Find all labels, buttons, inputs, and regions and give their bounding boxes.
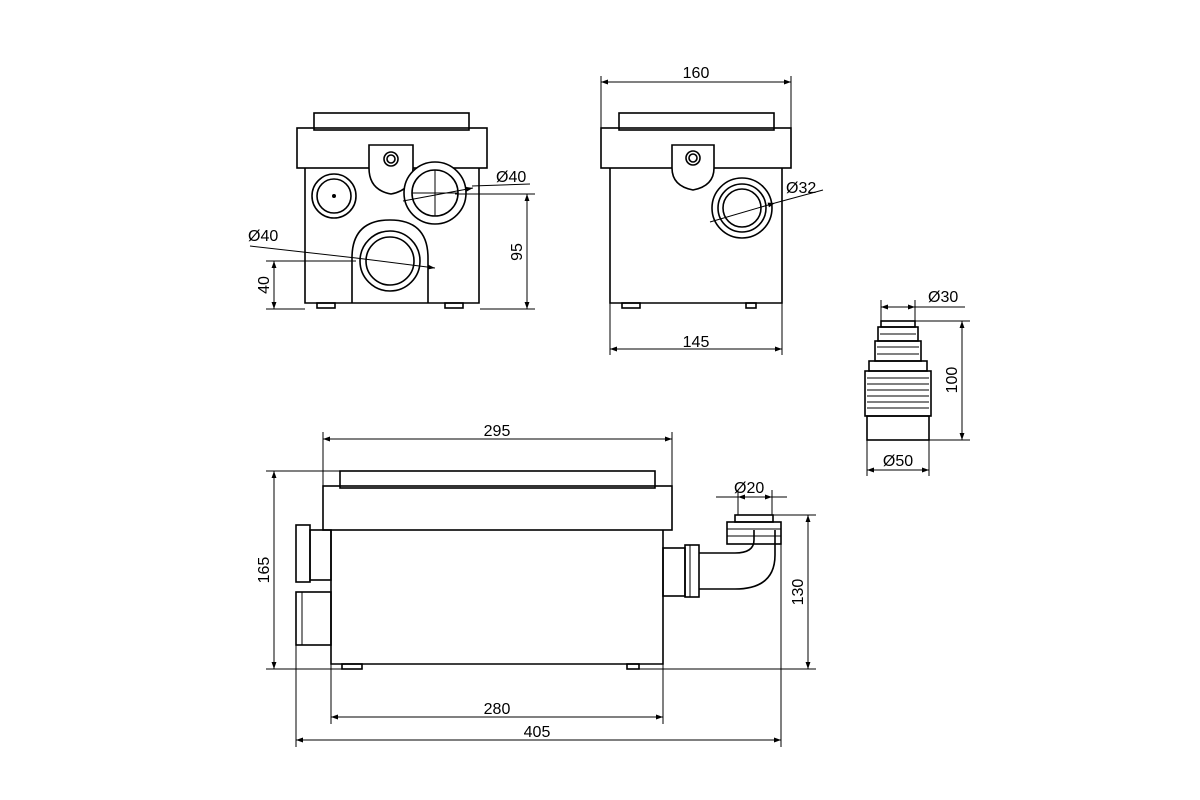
- dim-bottom-width: 145: [683, 334, 710, 351]
- long-view: 295 280 405 165 130 Ø20: [256, 423, 816, 747]
- dim-adapter-top-diameter: Ø30: [928, 289, 958, 306]
- dim-inlet-top-diameter: Ø40: [496, 169, 526, 186]
- side-view: 160 145 Ø32: [600, 65, 824, 355]
- dim-overall-width: 405: [524, 724, 551, 741]
- inlet-top-port-icon: [403, 161, 467, 225]
- dim-outlet-diameter: Ø32: [786, 180, 816, 197]
- dim-adapter-bottom-diameter: Ø50: [883, 453, 913, 470]
- inlet-bottom-port-icon: [351, 219, 429, 303]
- dim-lid-width: 295: [484, 423, 511, 440]
- outlet-port-icon: [711, 177, 773, 239]
- dim-inlet-top-height: 95: [509, 243, 526, 261]
- dim-inlet-bottom-height: 40: [256, 276, 273, 294]
- blanked-port-icon: [311, 173, 357, 219]
- dim-outlet-diameter-small: Ø20: [734, 480, 764, 497]
- outlet-elbow-icon: [662, 514, 782, 598]
- dim-inlet-bottom-diameter: Ø40: [248, 228, 278, 245]
- adapter-view: Ø30 100 Ø50: [864, 289, 970, 476]
- front-view: Ø40 Ø40 95 40: [248, 112, 535, 310]
- dim-adapter-height: 100: [944, 367, 961, 394]
- dim-overall-height: 165: [256, 557, 273, 584]
- dim-body-width: 280: [484, 701, 511, 718]
- left-inlet-pipe-icon: [295, 524, 332, 646]
- dim-top-width: 160: [683, 65, 710, 82]
- dim-outlet-height: 130: [790, 579, 807, 606]
